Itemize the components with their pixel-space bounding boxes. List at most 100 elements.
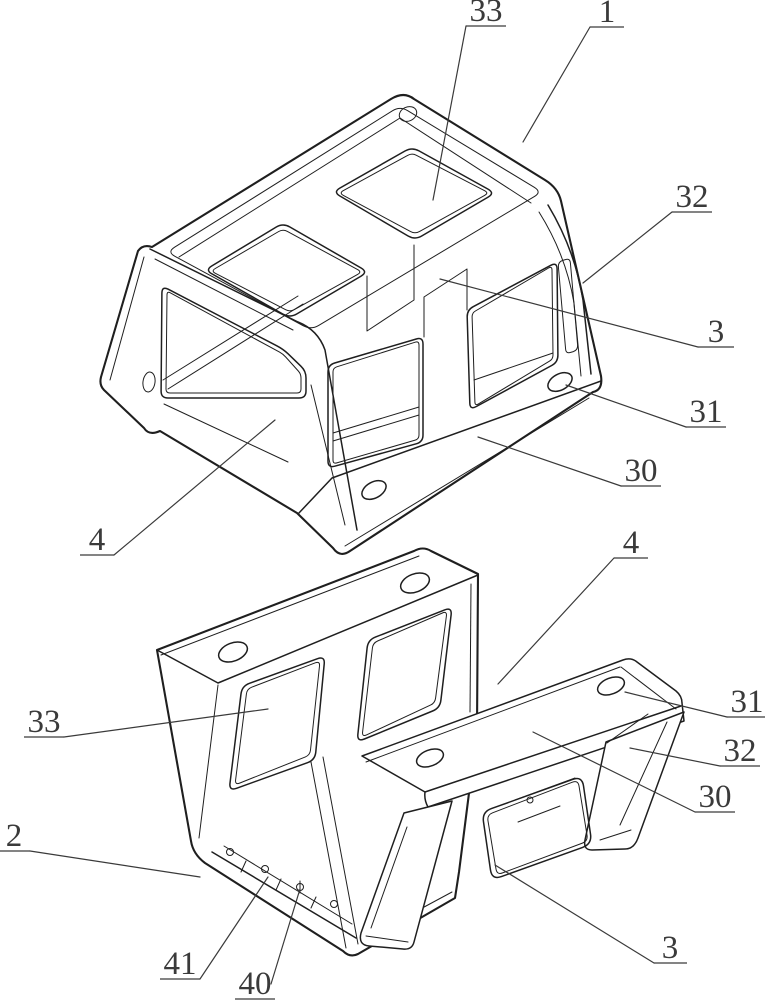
window-interior-lines (332, 352, 554, 442)
wall-top-band (156, 574, 479, 684)
rear-flange-oval-hole (398, 106, 418, 122)
label-group-lower-40: 40 (235, 888, 301, 1000)
right-wall-band (547, 204, 592, 375)
interior-small-hole (526, 796, 534, 804)
wall-oval-hole-right (399, 572, 431, 594)
part-label-upper-31: 31 (690, 394, 723, 430)
base-small-hole-1 (226, 848, 234, 856)
upper-bracket-view (99, 93, 603, 555)
leader-line-lower-3 (494, 864, 655, 964)
upper-silhouette (99, 93, 603, 555)
beam-outline (361, 658, 685, 808)
leader-line-upper-1 (522, 26, 591, 143)
wall-window-right (357, 608, 452, 741)
middle-web-through-view (366, 244, 415, 332)
part-label-lower-31: 31 (731, 684, 764, 720)
label-group-lower-3: 3 (494, 864, 687, 966)
base-small-hole-2 (261, 865, 269, 873)
part-label-lower-41: 41 (164, 946, 197, 982)
part-label-upper-32: 32 (676, 179, 709, 215)
wall-window-left-inner (235, 661, 321, 785)
beam-left-leg-inner (365, 826, 409, 943)
part-label-upper-3: 3 (708, 314, 725, 350)
leader-line-upper-31 (565, 384, 687, 428)
part-label-lower-3: 3 (662, 930, 679, 966)
part-label-lower-30: 30 (699, 779, 732, 815)
left-wall-inner-bottom (163, 403, 289, 463)
side-window-right (466, 263, 559, 409)
flange-inner-edge (297, 380, 602, 515)
leader-line-middle-4 (497, 557, 615, 685)
beam-left-leg (359, 800, 453, 950)
label-group-middle-4: 4 (497, 525, 648, 685)
wall-right-band (469, 583, 472, 713)
base-band-line2 (223, 845, 353, 925)
leader-line-lower-40 (270, 888, 301, 985)
label-group-upper-3: 3 (439, 278, 734, 350)
left-wall-band-inner (154, 258, 294, 331)
part-label-lower-33: 33 (28, 704, 61, 740)
middle-web-front (423, 268, 468, 338)
part-label-lower-32: 32 (724, 733, 757, 769)
leader-line-upper-32 (582, 211, 673, 284)
left-wall-left-band (109, 256, 145, 381)
label-group-upper-31: 31 (565, 384, 726, 430)
side-window-left-inner (332, 341, 420, 464)
label-group-upper-33: 33 (432, 0, 506, 201)
base-step-ticks (240, 860, 317, 909)
label-group-upper-4: 4 (80, 419, 276, 558)
top-plate-rim (170, 107, 539, 329)
wall-oval-hole-left (217, 641, 249, 663)
leader-line-upper-4 (113, 419, 276, 556)
label-group-lower-32: 32 (629, 733, 760, 769)
flange-chamfer (344, 397, 590, 547)
leader-line-lower-32 (629, 747, 721, 767)
base-small-hole-4 (330, 900, 338, 908)
beam-window-inner (487, 781, 588, 874)
part-label-lower-40: 40 (239, 966, 272, 1000)
lower-bracket-view (155, 547, 685, 957)
part-label-upper-4: 4 (89, 522, 106, 558)
leader-line-upper-30 (477, 436, 622, 487)
part-label-lower-2: 2 (6, 818, 23, 854)
label-group-upper-1: 1 (522, 0, 624, 143)
label-group-lower-31: 31 (624, 684, 765, 720)
leader-line-lower-30 (532, 731, 696, 813)
beam-window-interior (514, 777, 576, 823)
right-wall-slot (557, 258, 579, 354)
leader-line-lower-31 (624, 691, 728, 718)
left-wall-right-band-inner (310, 384, 346, 526)
flange-oval-hole-right (547, 371, 573, 393)
beam-oval-hole-right (596, 676, 626, 696)
part-label-upper-33: 33 (470, 0, 503, 29)
flange-oval-hole-left (361, 479, 387, 501)
top-window-front (207, 224, 366, 317)
part-label-upper-30: 30 (625, 453, 658, 489)
left-wall-band (149, 248, 358, 531)
left-wall-window (160, 287, 307, 399)
leader-line-upper-3 (439, 278, 699, 348)
base-band-line1 (211, 851, 357, 939)
wall-window-left (229, 657, 326, 790)
label-group-upper-30: 30 (477, 436, 661, 489)
left-wall-window-inner (165, 291, 302, 394)
label-group-lower-33: 33 (24, 704, 269, 740)
top-window-rear (335, 148, 493, 239)
through-flange-band (162, 295, 304, 390)
leader-line-lower-2 (29, 850, 201, 878)
wall-window-right-inner (362, 611, 447, 737)
side-window-right-inner (471, 266, 554, 406)
wall-left-band (198, 684, 219, 839)
top-window-rear-inner (340, 153, 488, 234)
label-group-upper-32: 32 (582, 179, 712, 284)
beam-oval-hole-left (415, 748, 445, 768)
wall-top-chamfer (160, 555, 420, 656)
leader-line-lower-33 (63, 708, 269, 738)
label-group-lower-2: 2 (0, 818, 201, 878)
top-window-front-inner (212, 229, 361, 312)
beam-window (482, 777, 592, 879)
part-label-middle-4: 4 (623, 525, 640, 561)
